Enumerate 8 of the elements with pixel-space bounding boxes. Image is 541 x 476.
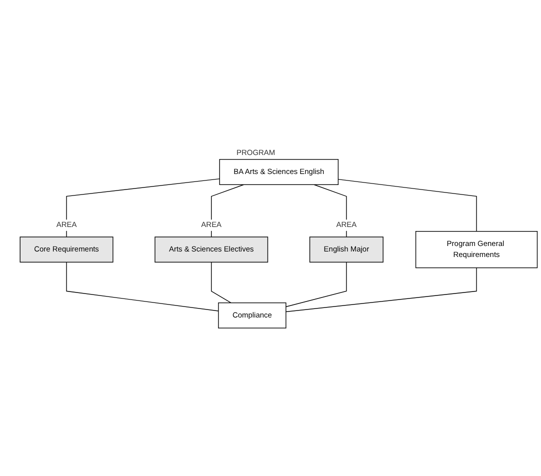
connector bbox=[338, 179, 477, 232]
connector bbox=[286, 268, 477, 312]
connector bbox=[66, 178, 220, 238]
connector bbox=[211, 184, 244, 238]
connector bbox=[211, 262, 232, 304]
connector bbox=[66, 262, 219, 312]
connector bbox=[314, 184, 347, 238]
connector bbox=[286, 262, 347, 308]
